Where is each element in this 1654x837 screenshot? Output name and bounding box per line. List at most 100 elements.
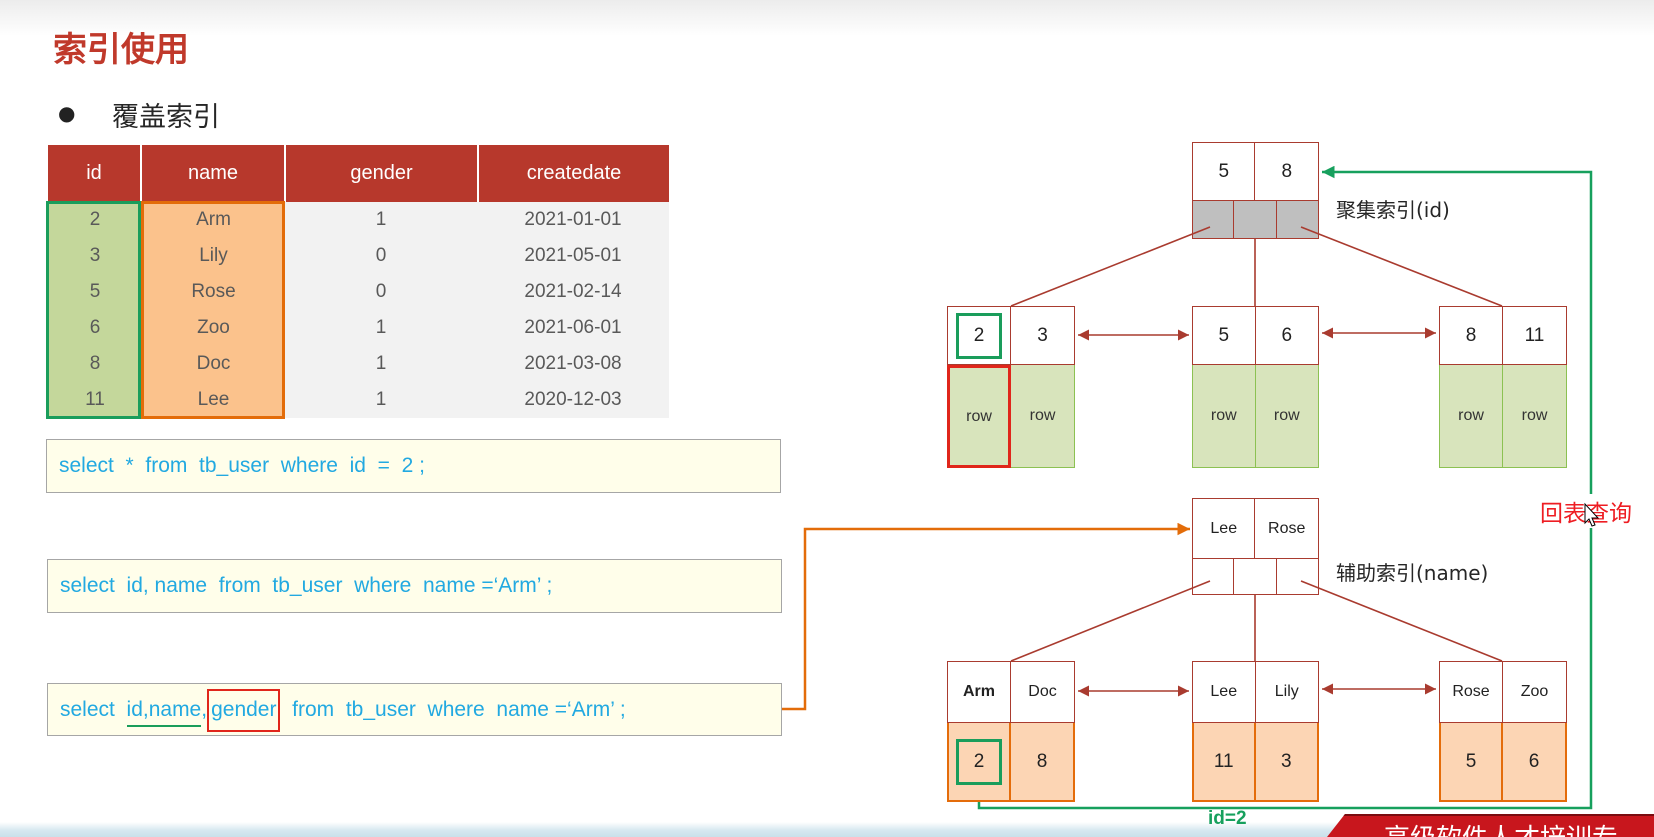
clustered-leaf-row-highlighted: row <box>947 365 1011 468</box>
secondary-leaf-id: 2 <box>947 723 1011 802</box>
table-cell-createdate: 2021-01-01 <box>477 202 669 238</box>
secondary-leaf-id: 8 <box>1011 723 1075 802</box>
sql-query-3-comma: , <box>201 697 208 721</box>
table-cell-name: Zoo <box>142 310 285 346</box>
sql-query-3-text: select id,name,gender from tb_user where… <box>60 688 626 732</box>
clustered-root-pointer <box>1234 201 1277 239</box>
sql-query-1-text: select * from tb_user where id = 2 ; <box>59 454 425 477</box>
table-cell-id: 8 <box>48 346 142 382</box>
lookup-label: 回表查询 <box>1538 494 1634 528</box>
clustered-root-key: 8 <box>1255 142 1319 201</box>
table-cell-createdate: 2020-12-03 <box>477 382 669 418</box>
tree-edge <box>1300 580 1503 662</box>
bullet-icon: ● <box>58 101 76 125</box>
table-cell-id: 3 <box>48 238 142 274</box>
tree-edge <box>1300 226 1503 307</box>
table-body: 2 Arm 1 2021-01-01 3 Lily 0 2021-05-01 5… <box>48 202 669 418</box>
secondary-leaf-id: 5 <box>1439 723 1503 802</box>
table-cell-createdate: 2021-03-08 <box>477 346 669 382</box>
secondary-leaf-key: Zoo <box>1503 661 1567 723</box>
lookup-id-label: id=2 <box>1208 808 1247 829</box>
sql-query-1: select * from tb_user where id = 2 ; <box>46 439 781 493</box>
secondary-leaf-key: Lily <box>1255 661 1319 723</box>
table-cell-name: Rose <box>142 274 285 310</box>
highlighted-id: 2 <box>956 738 1002 785</box>
secondary-leaf-key: Doc <box>1011 661 1075 723</box>
footer-banner-text: 高级软件人才培训专 <box>1384 818 1618 837</box>
secondary-index-label: 辅助索引(name) <box>1336 561 1489 585</box>
clustered-leaf-row: row <box>1503 365 1567 468</box>
clustered-leaf-row: row <box>1439 365 1503 468</box>
clustered-leaf-key: 8 <box>1439 306 1503 365</box>
clustered-leaf-key: 6 <box>1255 306 1319 365</box>
secondary-root-key: Lee <box>1192 498 1256 559</box>
clustered-leaf-key: 2 <box>947 306 1011 365</box>
table-cell-id: 6 <box>48 310 142 346</box>
sql-query-3-boxed-column: gender <box>207 688 281 732</box>
sql-query-3-suffix: from tb_user where name =‘Arm’ ; <box>280 697 626 721</box>
secondary-leaf-key: Rose <box>1439 661 1503 723</box>
secondary-leaf-key: Arm <box>947 661 1011 723</box>
tree-edge <box>1010 580 1211 662</box>
footer-wave-band <box>0 822 1654 837</box>
sql-query-3-prefix: select <box>60 697 127 721</box>
table-cell-createdate: 2021-02-14 <box>477 274 669 310</box>
clustered-root-pointer <box>1192 201 1235 239</box>
table-cell-gender: 0 <box>285 238 477 274</box>
clustered-root-pointer <box>1276 201 1319 239</box>
secondary-leaf-node: Lee Lily 11 3 <box>1192 661 1319 802</box>
table-cell-gender: 1 <box>285 202 477 238</box>
table-cell-gender: 1 <box>285 310 477 346</box>
table-cell-name: Arm <box>142 202 285 238</box>
clustered-root-node: 5 8 <box>1192 142 1319 239</box>
id-column-highlight <box>46 201 141 419</box>
secondary-leaf-id: 11 <box>1192 723 1256 802</box>
column-header-name: name <box>142 145 284 202</box>
clustered-leaf-row: row <box>1192 365 1256 468</box>
clustered-leaf-row: row <box>1011 365 1075 468</box>
secondary-leaf-node: Rose Zoo 5 6 <box>1439 661 1567 802</box>
secondary-leaf-key: Lee <box>1192 661 1256 723</box>
table-cell-gender: 1 <box>285 346 477 382</box>
table-cell-name: Doc <box>142 346 285 382</box>
column-header-createdate: createdate <box>479 145 669 202</box>
secondary-root-node: Lee Rose <box>1192 498 1319 595</box>
clustered-root-key: 5 <box>1192 142 1256 201</box>
table-cell-gender: 1 <box>285 382 477 418</box>
secondary-leaf-id: 3 <box>1255 723 1319 802</box>
clustered-leaf-node: 2 3 row row <box>947 306 1075 468</box>
clustered-leaf-key: 11 <box>1503 306 1567 365</box>
clustered-leaf-node: 5 6 row row <box>1192 306 1319 468</box>
column-header-gender: gender <box>286 145 477 202</box>
slide-title: 索引使用 <box>53 30 189 70</box>
footer-banner: 高级软件人才培训专 <box>1327 814 1654 837</box>
table-cell-id: 2 <box>48 202 142 238</box>
table-cell-name: Lily <box>142 238 285 274</box>
tree-edge <box>1010 226 1211 307</box>
table-cell-gender: 0 <box>285 274 477 310</box>
secondary-root-pointer <box>1234 559 1277 595</box>
sql-query-2: select id, name from tb_user where name … <box>47 559 782 613</box>
column-header-id: id <box>48 145 140 202</box>
section-heading: 覆盖索引 <box>112 102 220 133</box>
table-cell-createdate: 2021-06-01 <box>477 310 669 346</box>
secondary-leaf-id: 6 <box>1503 723 1567 802</box>
name-column-highlight <box>141 201 285 419</box>
highlighted-key: 2 <box>956 312 1002 359</box>
clustered-leaf-key: 3 <box>1011 306 1075 365</box>
table-cell-name: Lee <box>142 382 285 418</box>
sql-query-2-text: select id, name from tb_user where name … <box>60 574 553 597</box>
secondary-root-pointer <box>1276 559 1319 595</box>
slide-top-shade <box>0 0 1654 36</box>
secondary-root-key: Rose <box>1255 498 1319 559</box>
clustered-index-label: 聚集索引(id) <box>1336 198 1450 222</box>
secondary-leaf-node: Arm Doc 2 8 <box>947 661 1075 802</box>
table-cell-createdate: 2021-05-01 <box>477 238 669 274</box>
secondary-root-pointer <box>1192 559 1235 595</box>
sql-query-3: select id,name,gender from tb_user where… <box>47 683 782 736</box>
clustered-leaf-key: 5 <box>1192 306 1256 365</box>
table-cell-id: 11 <box>48 382 142 418</box>
sql-query-3-underlined-columns: id,name <box>126 697 202 727</box>
table-header: id name gender createdate <box>48 145 669 202</box>
clustered-leaf-node: 8 11 row row <box>1439 306 1567 468</box>
